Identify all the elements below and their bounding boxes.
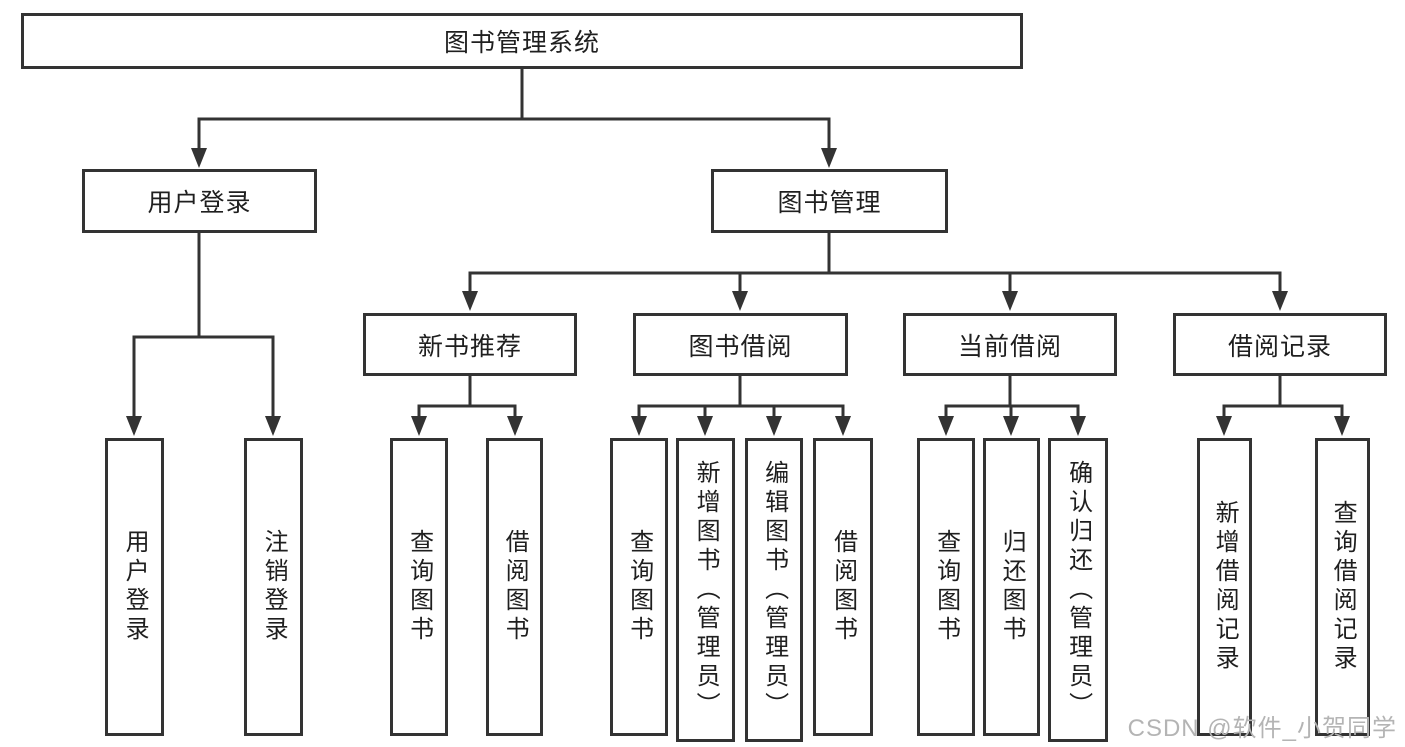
leaf-newbooks-borrow-books: 借阅图书 xyxy=(486,438,543,736)
leaf-current-confirm-return-admin: 确认归还（管理员） xyxy=(1048,438,1108,742)
leaf-user-login: 用户登录 xyxy=(105,438,164,736)
connector-newbooks-to-leaves xyxy=(417,374,517,424)
node-book-management: 图书管理 xyxy=(711,169,948,233)
arrowhead-icon xyxy=(1003,416,1019,436)
node-new-book-recommend: 新书推荐 xyxy=(363,313,577,376)
leaf-borrowing-borrow-books: 借阅图书 xyxy=(813,438,873,736)
arrowhead-icon xyxy=(835,416,851,436)
leaf-borrowing-add-books-admin: 新增图书（管理员） xyxy=(676,438,735,742)
arrowhead-icon xyxy=(1216,416,1232,436)
node-book-borrowing: 图书借阅 xyxy=(633,313,848,376)
arrowhead-icon xyxy=(631,416,647,436)
leaf-borrowing-query-books: 查询图书 xyxy=(610,438,668,736)
leaf-records-query-record: 查询借阅记录 xyxy=(1315,438,1370,736)
leaf-records-add-record: 新增借阅记录 xyxy=(1197,438,1252,736)
arrowhead-icon xyxy=(265,416,281,436)
node-borrow-records: 借阅记录 xyxy=(1173,313,1387,376)
connector-currentborrow-to-leaves xyxy=(944,374,1080,424)
connector-userlogin-to-leaves xyxy=(132,231,275,424)
arrowhead-icon xyxy=(507,416,523,436)
connector-root-to-level2 xyxy=(197,67,831,155)
leaf-newbooks-query-books: 查询图书 xyxy=(390,438,448,736)
arrowhead-icon xyxy=(732,291,748,311)
leaf-borrowing-edit-books-admin: 编辑图书（管理员） xyxy=(745,438,803,742)
csdn-watermark: CSDN @软件_小贺同学 xyxy=(1127,715,1397,742)
arrowhead-icon xyxy=(1070,416,1086,436)
node-current-borrowing: 当前借阅 xyxy=(903,313,1117,376)
arrowhead-icon xyxy=(821,148,837,168)
arrowhead-icon xyxy=(411,416,427,436)
arrowhead-icon xyxy=(126,416,142,436)
connector-bookmgmt-to-level3 xyxy=(468,231,1282,299)
connector-borrowrecords-to-leaves xyxy=(1222,374,1344,424)
node-user-login: 用户登录 xyxy=(82,169,317,233)
node-root-library-system: 图书管理系统 xyxy=(21,13,1023,69)
arrowhead-icon xyxy=(191,148,207,168)
arrowhead-icon xyxy=(1272,291,1288,311)
leaf-logout: 注销登录 xyxy=(244,438,303,736)
arrowhead-icon xyxy=(766,416,782,436)
arrowhead-icon xyxy=(1334,416,1350,436)
arrowhead-icon xyxy=(1002,291,1018,311)
connector-bookborrow-to-leaves xyxy=(637,374,845,424)
leaf-current-return-books: 归还图书 xyxy=(983,438,1040,736)
arrowhead-icon xyxy=(938,416,954,436)
arrowhead-icon xyxy=(697,416,713,436)
leaf-current-query-books: 查询图书 xyxy=(917,438,975,736)
arrowhead-icon xyxy=(462,291,478,311)
